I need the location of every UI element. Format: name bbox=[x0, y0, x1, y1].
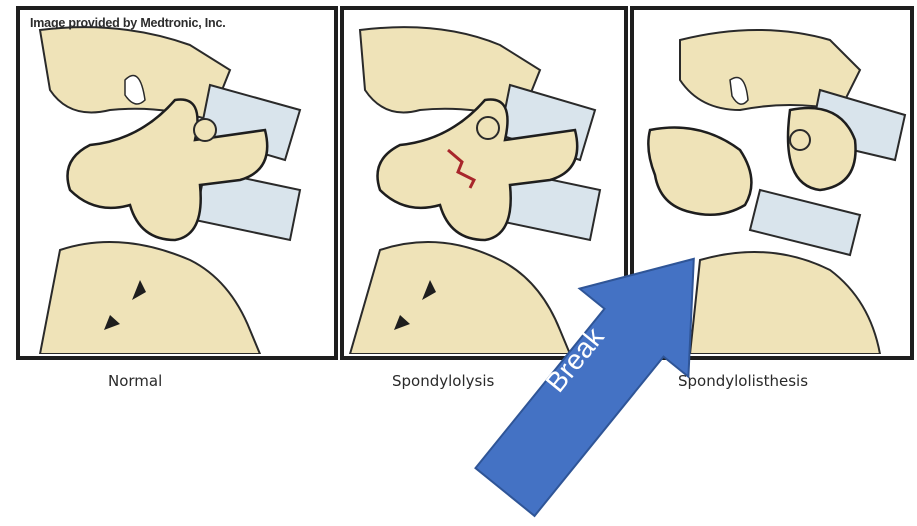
panel-spondylolysis bbox=[342, 8, 626, 358]
label-spondylolisthesis: Spondylolisthesis bbox=[678, 372, 808, 390]
label-normal: Normal bbox=[108, 372, 162, 390]
panel-normal bbox=[18, 8, 336, 358]
image-credit: Image provided by Medtronic, Inc. bbox=[30, 16, 226, 30]
label-spondylolysis: Spondylolysis bbox=[392, 372, 494, 390]
